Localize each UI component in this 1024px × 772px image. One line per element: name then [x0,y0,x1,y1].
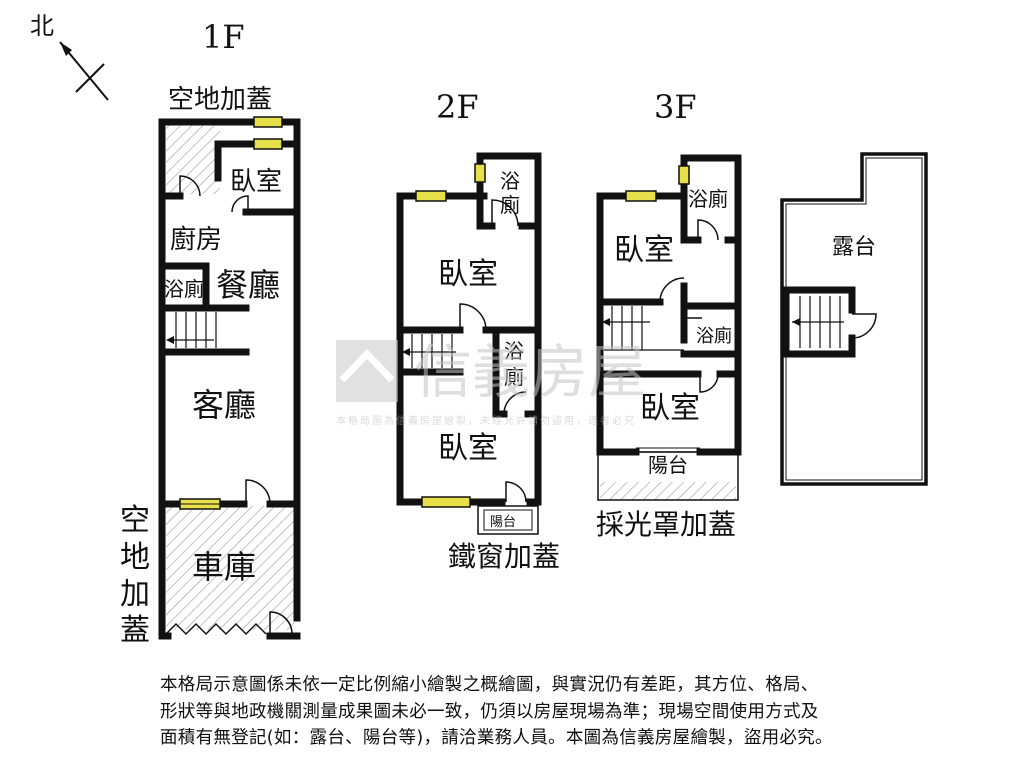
watermark-brand: 信義房屋 [414,338,646,406]
svg-text:廁: 廁 [500,193,520,217]
f3-bedroom-bottom-label: 臥室 [640,391,700,426]
f2-bedroom-top-label: 臥室 [438,257,498,292]
svg-text:地: 地 [120,540,150,575]
f2-balcony-label: 陽台 [490,515,516,530]
disclaimer-text: 本格局示意圖係未依一定比例縮小繪製之概繪圖，與實況仍有差距，其方位、格局、 形狀… [160,672,1000,752]
watermark: 信義房屋 本格局圖為信義房屋繪製，未經允許請勿盜用，違者必究 [336,338,646,427]
roof-terrace-label: 露台 [832,235,876,260]
f2-bedroom-bottom-label: 臥室 [438,431,498,466]
floor-2f-title: 2F [436,88,479,126]
floor-2f-bottom-label: 鐵窗加蓋 [448,540,560,573]
f1-garage-label: 車庫 [192,548,256,586]
floor-1f-title: 1F [202,18,245,56]
svg-text:空: 空 [120,503,150,538]
f1-dining-label: 餐廳 [216,266,280,304]
disclaimer-line-2: 形狀等與地政機關測量成果圖未必一致，仍須以房屋現場為準；現場空間使用方式及 [160,701,819,722]
f3-bedroom-top-label: 臥室 [614,233,674,268]
svg-text:浴: 浴 [504,339,524,363]
f3-balcony-label: 陽台 [648,453,688,477]
floor-3f-bottom-label: 採光罩加蓋 [596,508,736,541]
f1-bedroom-label: 臥室 [230,167,282,197]
floor-3f-plan: 浴廁 臥室 浴廁 臥室 陽台 [596,154,742,501]
disclaimer-line-3: 面積有無登記(如：露台、陽台等)，請洽業務人員。本圖為信義房屋繪製，盜用必究。 [160,728,833,748]
svg-text:浴: 浴 [500,169,520,193]
disclaimer-line-1: 本格局示意圖係未依一定比例縮小繪製之概繪圖，與實況仍有差距，其方位、格局、 [160,675,819,695]
floor-2f-plan: 浴 廁 臥室 浴 廁 臥室 陽台 [396,152,542,535]
svg-text:蓋: 蓋 [120,613,150,648]
f1-living-label: 客廳 [192,386,256,424]
floor-1f-plan: 臥室 廚房 浴廁 餐廳 客廳 車庫 [158,116,301,640]
floor-1f-side-label: 空 地 加 蓋 [120,503,150,648]
svg-text:加: 加 [120,577,150,612]
f3-bath-mid-label: 浴廁 [696,325,732,347]
watermark-subtext: 本格局圖為信義房屋繪製，未經允許請勿盜用，違者必究 [336,414,636,427]
f1-kitchen-label: 廚房 [170,225,222,255]
f3-bath-top-label: 浴廁 [688,187,728,211]
floor-3f-title: 3F [654,88,697,126]
roof-plan: 露台 [780,152,928,486]
north-arrow-icon [59,41,109,101]
north-label: 北 [30,12,54,40]
floor-1f-top-label: 空地加蓋 [168,85,272,115]
f1-bath-label: 浴廁 [164,277,204,301]
svg-text:廁: 廁 [504,365,524,389]
